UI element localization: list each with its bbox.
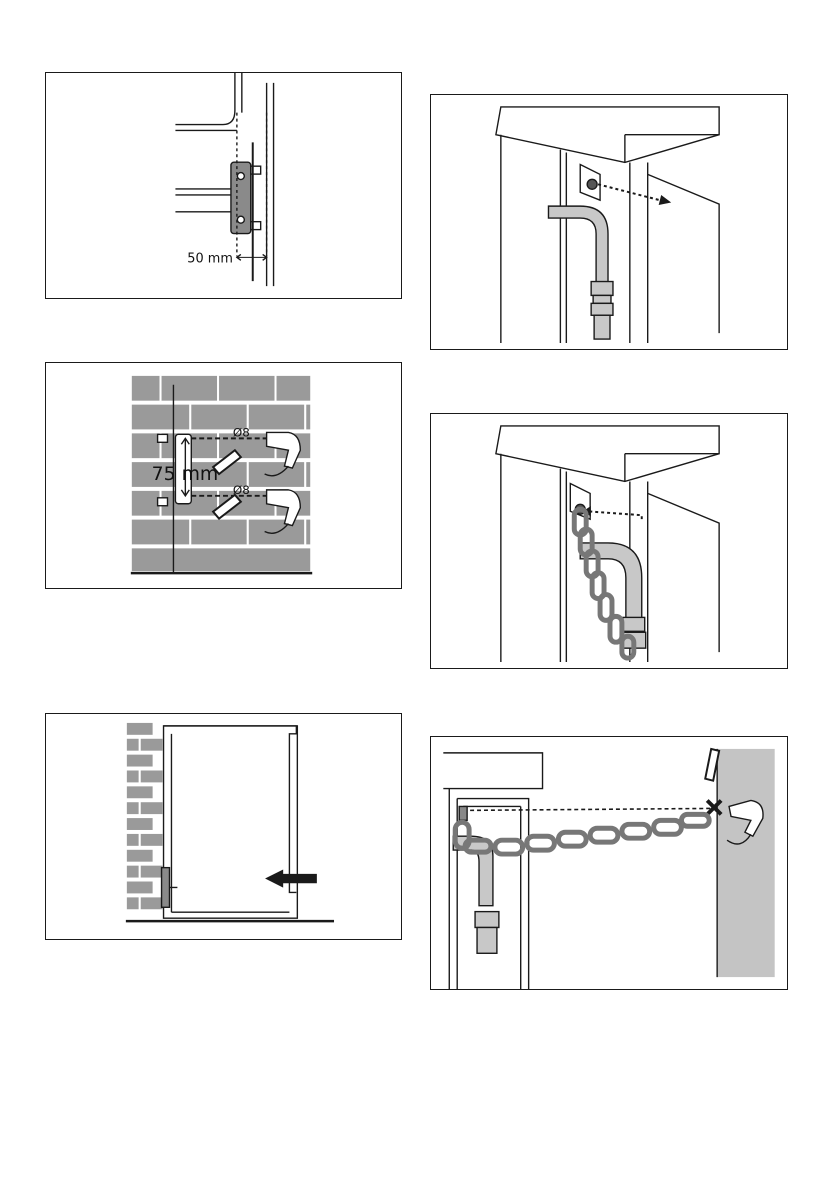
figure-wall-drilling: 75 mm Ø8 Ø8 <box>45 362 402 589</box>
screw-under-worktop-illustration <box>431 95 787 349</box>
push-to-wall-illustration <box>46 714 401 939</box>
chain-to-wall-illustration <box>431 737 787 989</box>
figure-push-to-wall <box>45 713 402 940</box>
bracket-illustration: 50 mm <box>46 73 401 298</box>
chain-on-screw-illustration <box>431 414 787 668</box>
drill-diameter-upper-label: Ø8 <box>233 425 250 439</box>
figure-screw-under-worktop <box>430 94 788 350</box>
drill-diameter-lower-label: Ø8 <box>233 483 250 497</box>
dimension-75mm-label: 75 mm <box>152 464 219 485</box>
figure-bracket-50mm: 50 mm <box>45 72 402 299</box>
wall-drilling-illustration: 75 mm Ø8 Ø8 <box>46 363 401 588</box>
dimension-50mm-label: 50 mm <box>187 251 233 266</box>
figure-chain-on-screw <box>430 413 788 669</box>
figure-chain-to-wall <box>430 736 788 990</box>
